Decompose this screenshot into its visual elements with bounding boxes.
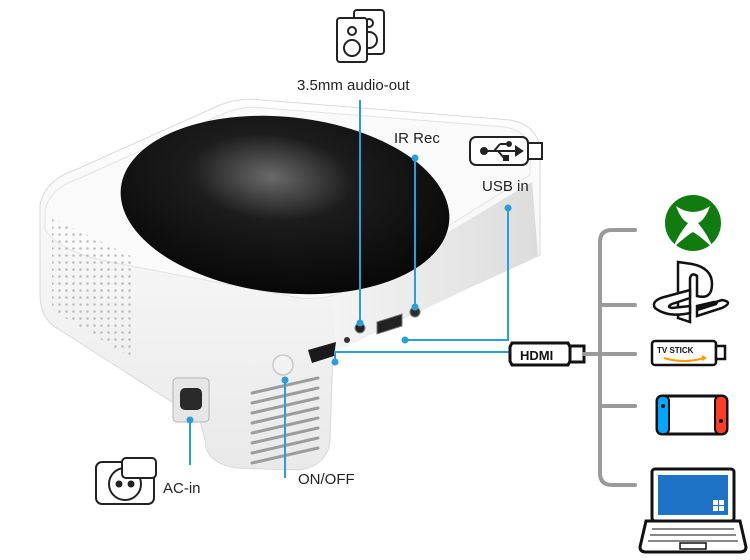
laptop-icon bbox=[638, 467, 748, 554]
laptop-keyboard bbox=[648, 528, 738, 542]
ac-plug-icon bbox=[95, 457, 157, 505]
hdmi-connector: HDMI bbox=[508, 341, 586, 367]
ir-rec-label: IR Rec bbox=[394, 130, 440, 147]
device-bracket bbox=[582, 228, 637, 487]
hdmi-label: HDMI bbox=[520, 348, 553, 363]
xbox-icon bbox=[665, 195, 721, 251]
tv-stick-icon: TV STICK bbox=[650, 339, 727, 367]
switch-icon bbox=[655, 394, 729, 436]
audio-out-label: 3.5mm audio-out bbox=[297, 77, 410, 94]
usb-icon bbox=[469, 136, 543, 166]
usb-in-label: USB in bbox=[482, 178, 529, 195]
left-speaker-grille bbox=[52, 218, 135, 360]
tv-stick-label: TV STICK bbox=[657, 346, 694, 355]
ac-socket-inner bbox=[180, 388, 202, 410]
windows-logo-icon bbox=[713, 500, 724, 511]
callout-lines bbox=[189, 100, 512, 478]
hdmi-port bbox=[308, 342, 336, 363]
speaker-icon bbox=[336, 9, 385, 63]
ac-in-label: AC-in bbox=[163, 480, 201, 497]
small-port bbox=[344, 337, 350, 343]
usb-port bbox=[376, 313, 403, 335]
power-button[interactable] bbox=[272, 354, 294, 376]
black-lid bbox=[120, 115, 450, 295]
playstation-icon bbox=[652, 260, 730, 324]
projector bbox=[39, 98, 541, 471]
callout-dots bbox=[186, 154, 512, 424]
on-off-label: ON/OFF bbox=[298, 471, 355, 488]
projector-right-face bbox=[335, 182, 538, 352]
